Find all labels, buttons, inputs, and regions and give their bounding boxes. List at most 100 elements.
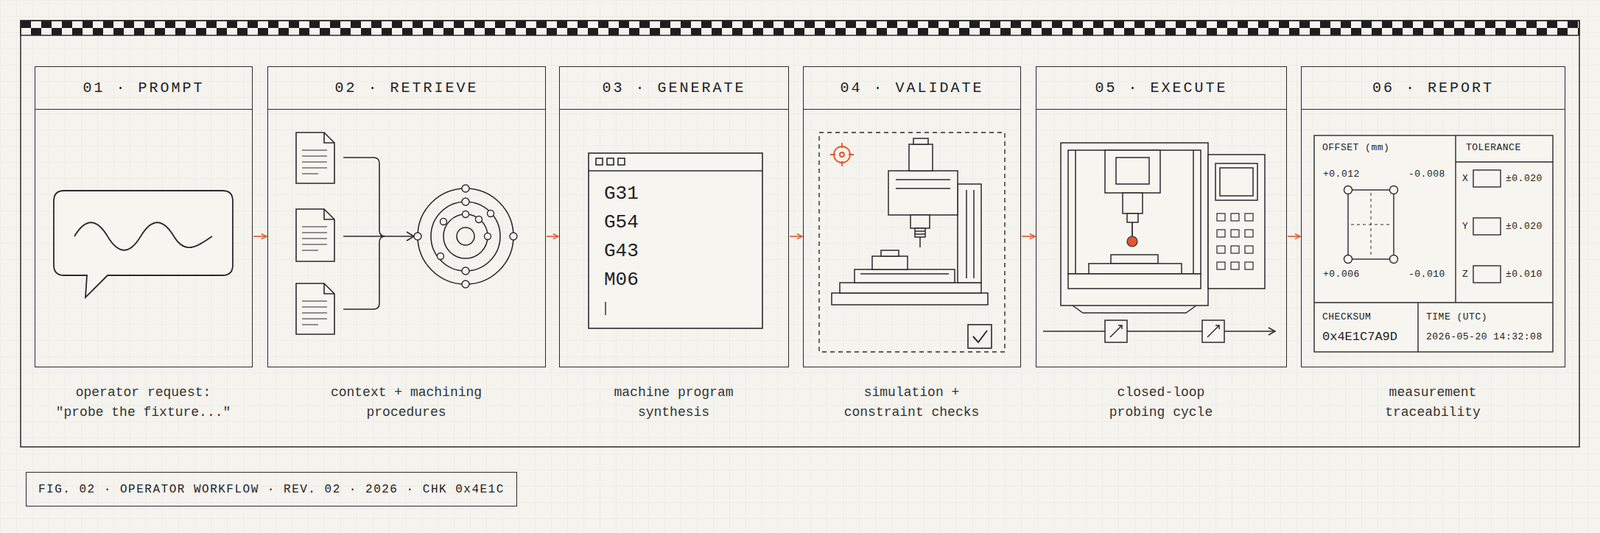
process-panel: 05 · EXECUTEclosed-loop probing cycle	[1035, 66, 1287, 368]
cnc-machine-part	[1131, 222, 1133, 238]
document-lines	[302, 150, 328, 325]
cnc-machine-part	[1116, 157, 1150, 185]
cnc-machine-part	[1127, 213, 1139, 223]
milling-machine-part	[860, 273, 949, 275]
step-caption: operator request: "probe the fixture..."	[55, 383, 233, 423]
document-icon-part	[296, 283, 335, 335]
step-caption: context + machining procedures	[321, 383, 492, 423]
cnc-machine	[1060, 142, 1265, 314]
code-window	[588, 153, 763, 329]
tolerance-value: ±0.010	[1505, 269, 1543, 280]
offset-value: +0.012	[1323, 169, 1360, 180]
gcode-line: G43	[604, 241, 639, 261]
target-rings-part	[417, 188, 514, 285]
step-caption: simulation + constraint checks	[827, 383, 997, 423]
code-window-part	[588, 170, 763, 172]
pendant-button	[1244, 246, 1254, 254]
cycle-line-part	[1110, 325, 1122, 338]
speech-bubble-part	[74, 222, 213, 251]
pendant-button	[1216, 213, 1226, 221]
milling-machine-part	[966, 190, 974, 279]
report-table	[1314, 135, 1553, 353]
step-caption: closed-loop probing cycle	[1087, 383, 1235, 423]
cnc-machine-part	[1219, 167, 1254, 196]
flow-arrow	[253, 235, 267, 238]
milling-machine-part	[854, 269, 955, 283]
check-box	[967, 324, 992, 349]
center-lines	[1351, 193, 1391, 257]
milling-machine-part	[909, 144, 933, 171]
document-icon	[296, 132, 335, 335]
outer-frame-part	[20, 20, 1580, 448]
ring-dots-part	[509, 232, 518, 241]
panel-header: 03 · GENERATE	[559, 67, 789, 110]
ring-dots-part	[461, 280, 470, 289]
pendant-button	[1244, 262, 1254, 270]
ring-dots-part	[475, 216, 483, 224]
milling-machine-part	[831, 293, 988, 305]
axis-name: Z	[1462, 269, 1469, 280]
outer-frame-part	[20, 20, 1580, 36]
panel-header: 02 · RETRIEVE	[268, 67, 546, 110]
code-window-part	[618, 158, 625, 166]
offset-square	[1348, 190, 1394, 260]
milling-machine-part	[839, 282, 982, 294]
speech-bubble-part	[53, 190, 233, 298]
report-table-part	[1314, 135, 1553, 353]
step-title: 04 · VALIDATE	[839, 79, 984, 97]
milling-machine-part	[895, 179, 951, 189]
cnc-machine-part	[1060, 142, 1209, 306]
step-title: 01 · PROMPT	[82, 79, 205, 97]
cycle-line-part	[1207, 325, 1220, 338]
table-heading: TOLERANCE	[1465, 142, 1522, 153]
cnc-machine-part	[1122, 193, 1143, 214]
step-caption: measurement traceability	[1373, 383, 1492, 423]
ring-dots-part	[462, 211, 470, 219]
cycle-line	[1043, 320, 1276, 343]
process-panel: 04 · VALIDATEsimulation + constraint che…	[802, 66, 1021, 368]
pendant-button	[1230, 213, 1240, 221]
ring-dots-part	[484, 233, 492, 241]
pendant-button	[1244, 229, 1254, 238]
flow-arrow	[546, 235, 559, 238]
ring-dots-part	[487, 210, 495, 218]
step-title: 02 · RETRIEVE	[334, 79, 479, 97]
axis-name: Y	[1462, 221, 1469, 232]
figure-caption-box: FIG. 02 · OPERATOR WORKFLOW · REV. 02 · …	[25, 472, 518, 507]
gcode-line: M06	[604, 270, 639, 290]
tolerance-value: ±0.020	[1505, 173, 1543, 184]
documents-to-target	[296, 132, 518, 335]
process-panel: 02 · RETRIEVEcontext + machining procedu…	[267, 66, 546, 368]
corner-markers	[1344, 186, 1399, 264]
step-caption: machine program synthesis	[600, 383, 748, 423]
code-window-part	[606, 158, 614, 166]
pendant-button	[1216, 262, 1226, 270]
table-heading: OFFSET (mm)	[1322, 142, 1390, 153]
gcode-line: G54	[604, 212, 639, 233]
validate-frame-part	[819, 132, 1005, 353]
speech-bubble	[53, 190, 233, 298]
table-heading: TIME (UTC)	[1426, 312, 1488, 322]
cnc-machine-part	[1104, 150, 1161, 194]
offset-value: -0.010	[1408, 269, 1446, 280]
document-lines-part	[302, 150, 328, 174]
corner-markers-part	[1344, 255, 1353, 264]
process-panel: 06 · REPORTmeasurement traceability	[1300, 66, 1566, 368]
ring-dots	[413, 184, 518, 289]
crosshair-symbol-part	[830, 142, 854, 167]
process-panel: 03 · GENERATEmachine program synthesis	[559, 66, 789, 368]
pendant-button	[1216, 229, 1226, 238]
probe-tip	[1127, 236, 1138, 247]
document-lines-part	[302, 301, 328, 325]
milling-machine	[831, 138, 988, 305]
target-rings-part	[430, 201, 501, 272]
pendant-buttons	[1216, 213, 1254, 270]
cycle-line-part	[1202, 320, 1225, 343]
ring-dots-part	[440, 218, 448, 226]
milling-machine-part	[910, 215, 930, 229]
flow-arrow	[1021, 235, 1035, 238]
